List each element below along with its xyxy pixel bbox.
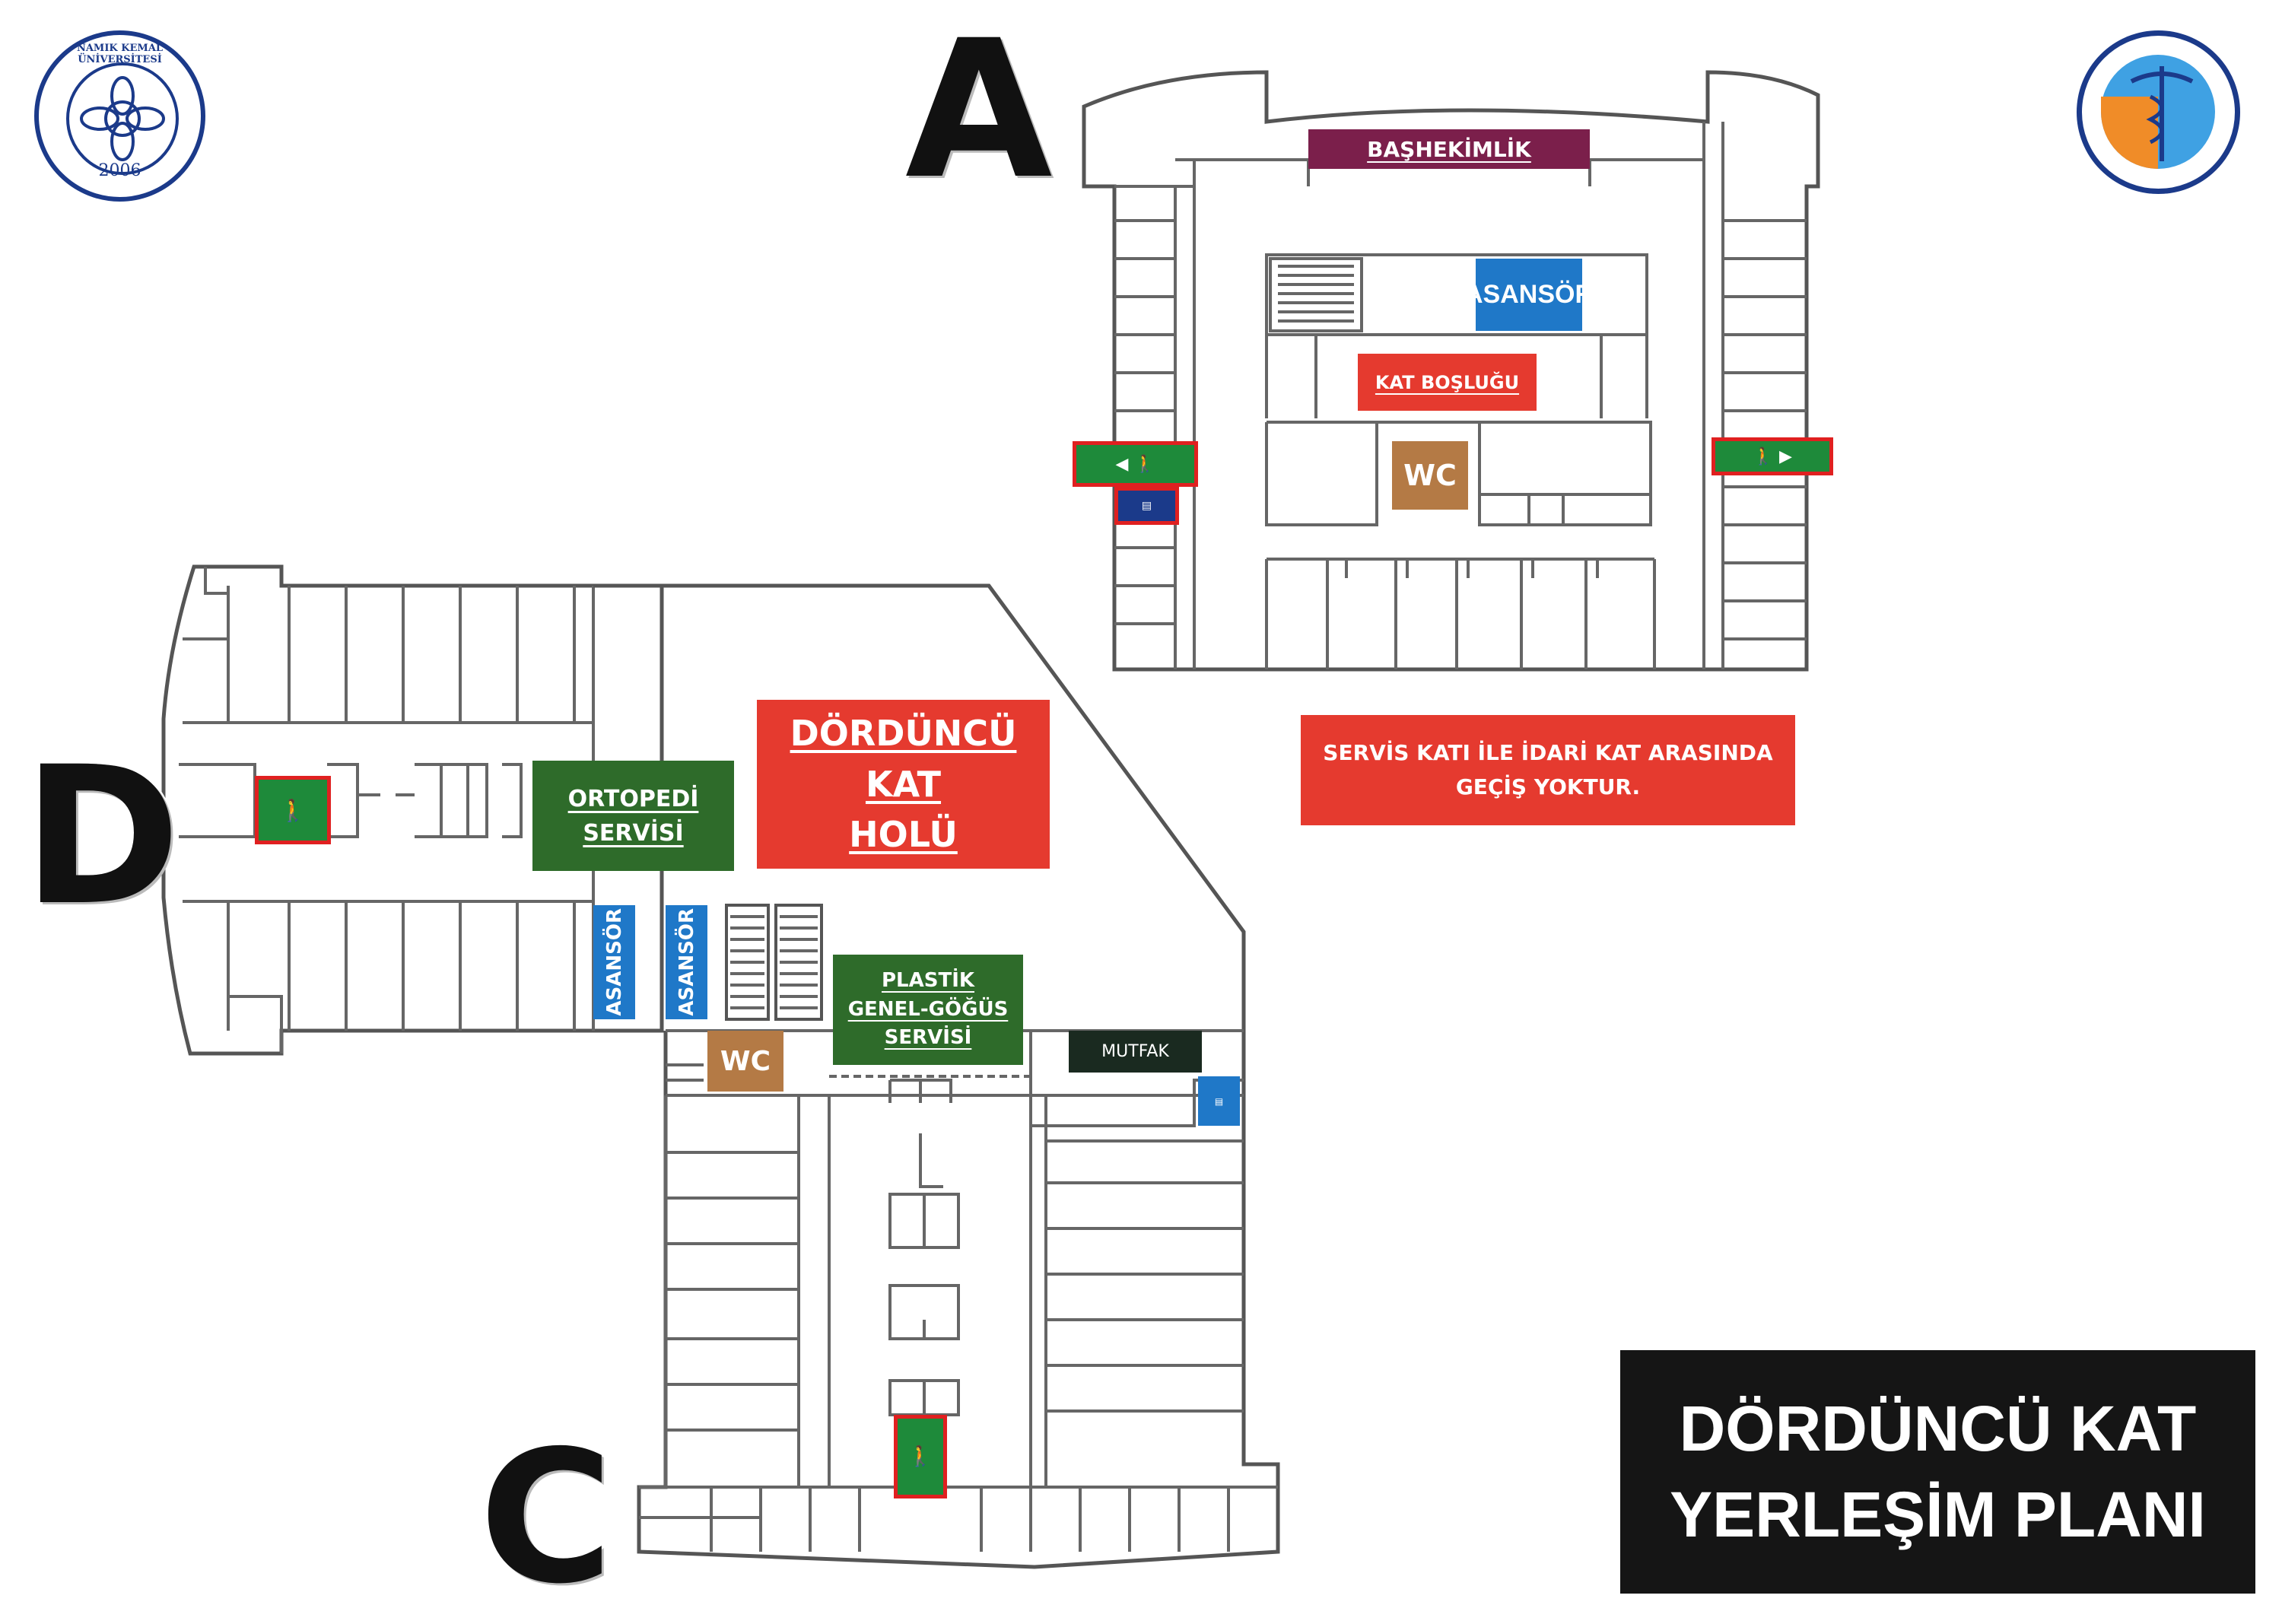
- emergency-exit-sign-a-left: ◀ 🚶: [1073, 441, 1198, 487]
- elevator-d1-label: ASANSÖR: [602, 908, 626, 1016]
- plan-title-line-1: DÖRDÜNCÜ KAT: [1679, 1392, 2197, 1464]
- logo-inner-ring: [66, 62, 179, 175]
- plan-title-line-2: YERLEŞİM PLANI: [1670, 1479, 2206, 1550]
- plastik-line-2: GENEL-GÖĞÜS: [847, 997, 1009, 1021]
- hol-line-3: HOLÜ: [849, 814, 958, 856]
- emergency-exit-sign-c: 🚶: [894, 1415, 947, 1498]
- room-plastik-genel-gogus-servisi: PLASTİK GENEL-GÖĞÜS SERVİSİ: [833, 955, 1023, 1065]
- elevator-a: ASANSÖR: [1464, 259, 1594, 331]
- hol-line-1: DÖRDÜNCÜ: [790, 712, 1017, 754]
- hospital-logo-right: [2077, 30, 2240, 194]
- wing-letter-d: D: [21, 726, 183, 947]
- wing-c-outline: [593, 583, 1280, 1569]
- wc-c: WC: [707, 1031, 783, 1092]
- emergency-exit-sign-a-right: 🚶 ▶: [1712, 437, 1833, 475]
- elevator-c-small: ▤: [1198, 1076, 1240, 1126]
- hol-line-2: KAT: [865, 763, 942, 805]
- wing-letter-a: A: [903, 0, 1054, 221]
- logo-text: NAMIK KEMAL ÜNİVERSİTESİ: [76, 43, 164, 65]
- emergency-exit-sign-d: 🚶: [255, 776, 331, 844]
- wc-a: WC: [1392, 441, 1468, 510]
- room-dorduncu-kat-holu: DÖRDÜNCÜ KAT HOLÜ: [757, 700, 1050, 869]
- caduceus-icon: [2130, 66, 2194, 161]
- ortopedi-line-2: SERVİSİ: [583, 819, 684, 847]
- room-mutfak: MUTFAK: [1069, 1031, 1202, 1073]
- notice-line-1: SERVİS KATI İLE İDARİ KAT ARASINDA: [1323, 739, 1773, 765]
- room-kat-boslugu: KAT BOŞLUĞU: [1358, 354, 1537, 411]
- notice-no-passage: SERVİS KATI İLE İDARİ KAT ARASINDA GEÇİŞ…: [1301, 715, 1795, 825]
- elevator-d1: ASANSÖR: [593, 905, 635, 1019]
- personnel-elevator-sign: ▤: [1114, 487, 1179, 525]
- flower-emblem-icon: [80, 76, 165, 161]
- university-logo-left: 2006 NAMIK KEMAL ÜNİVERSİTESİ: [34, 30, 205, 202]
- elevator-d2: ASANSÖR: [666, 905, 707, 1019]
- logo-year: 2006: [98, 161, 141, 180]
- plan-title: DÖRDÜNCÜ KAT YERLEŞİM PLANI: [1620, 1350, 2255, 1594]
- room-bashekimlik: BAŞHEKİMLİK: [1308, 129, 1590, 169]
- elevator-d2-label: ASANSÖR: [675, 908, 698, 1016]
- room-ortopedi-servisi: ORTOPEDİ SERVİSİ: [532, 761, 734, 871]
- wing-letter-c: C: [477, 1411, 615, 1624]
- notice-line-2: GEÇİŞ YOKTUR.: [1455, 774, 1641, 799]
- plastik-line-3: SERVİSİ: [884, 1026, 972, 1050]
- ortopedi-line-1: ORTOPEDİ: [567, 785, 699, 812]
- plastik-line-1: PLASTİK: [881, 968, 975, 992]
